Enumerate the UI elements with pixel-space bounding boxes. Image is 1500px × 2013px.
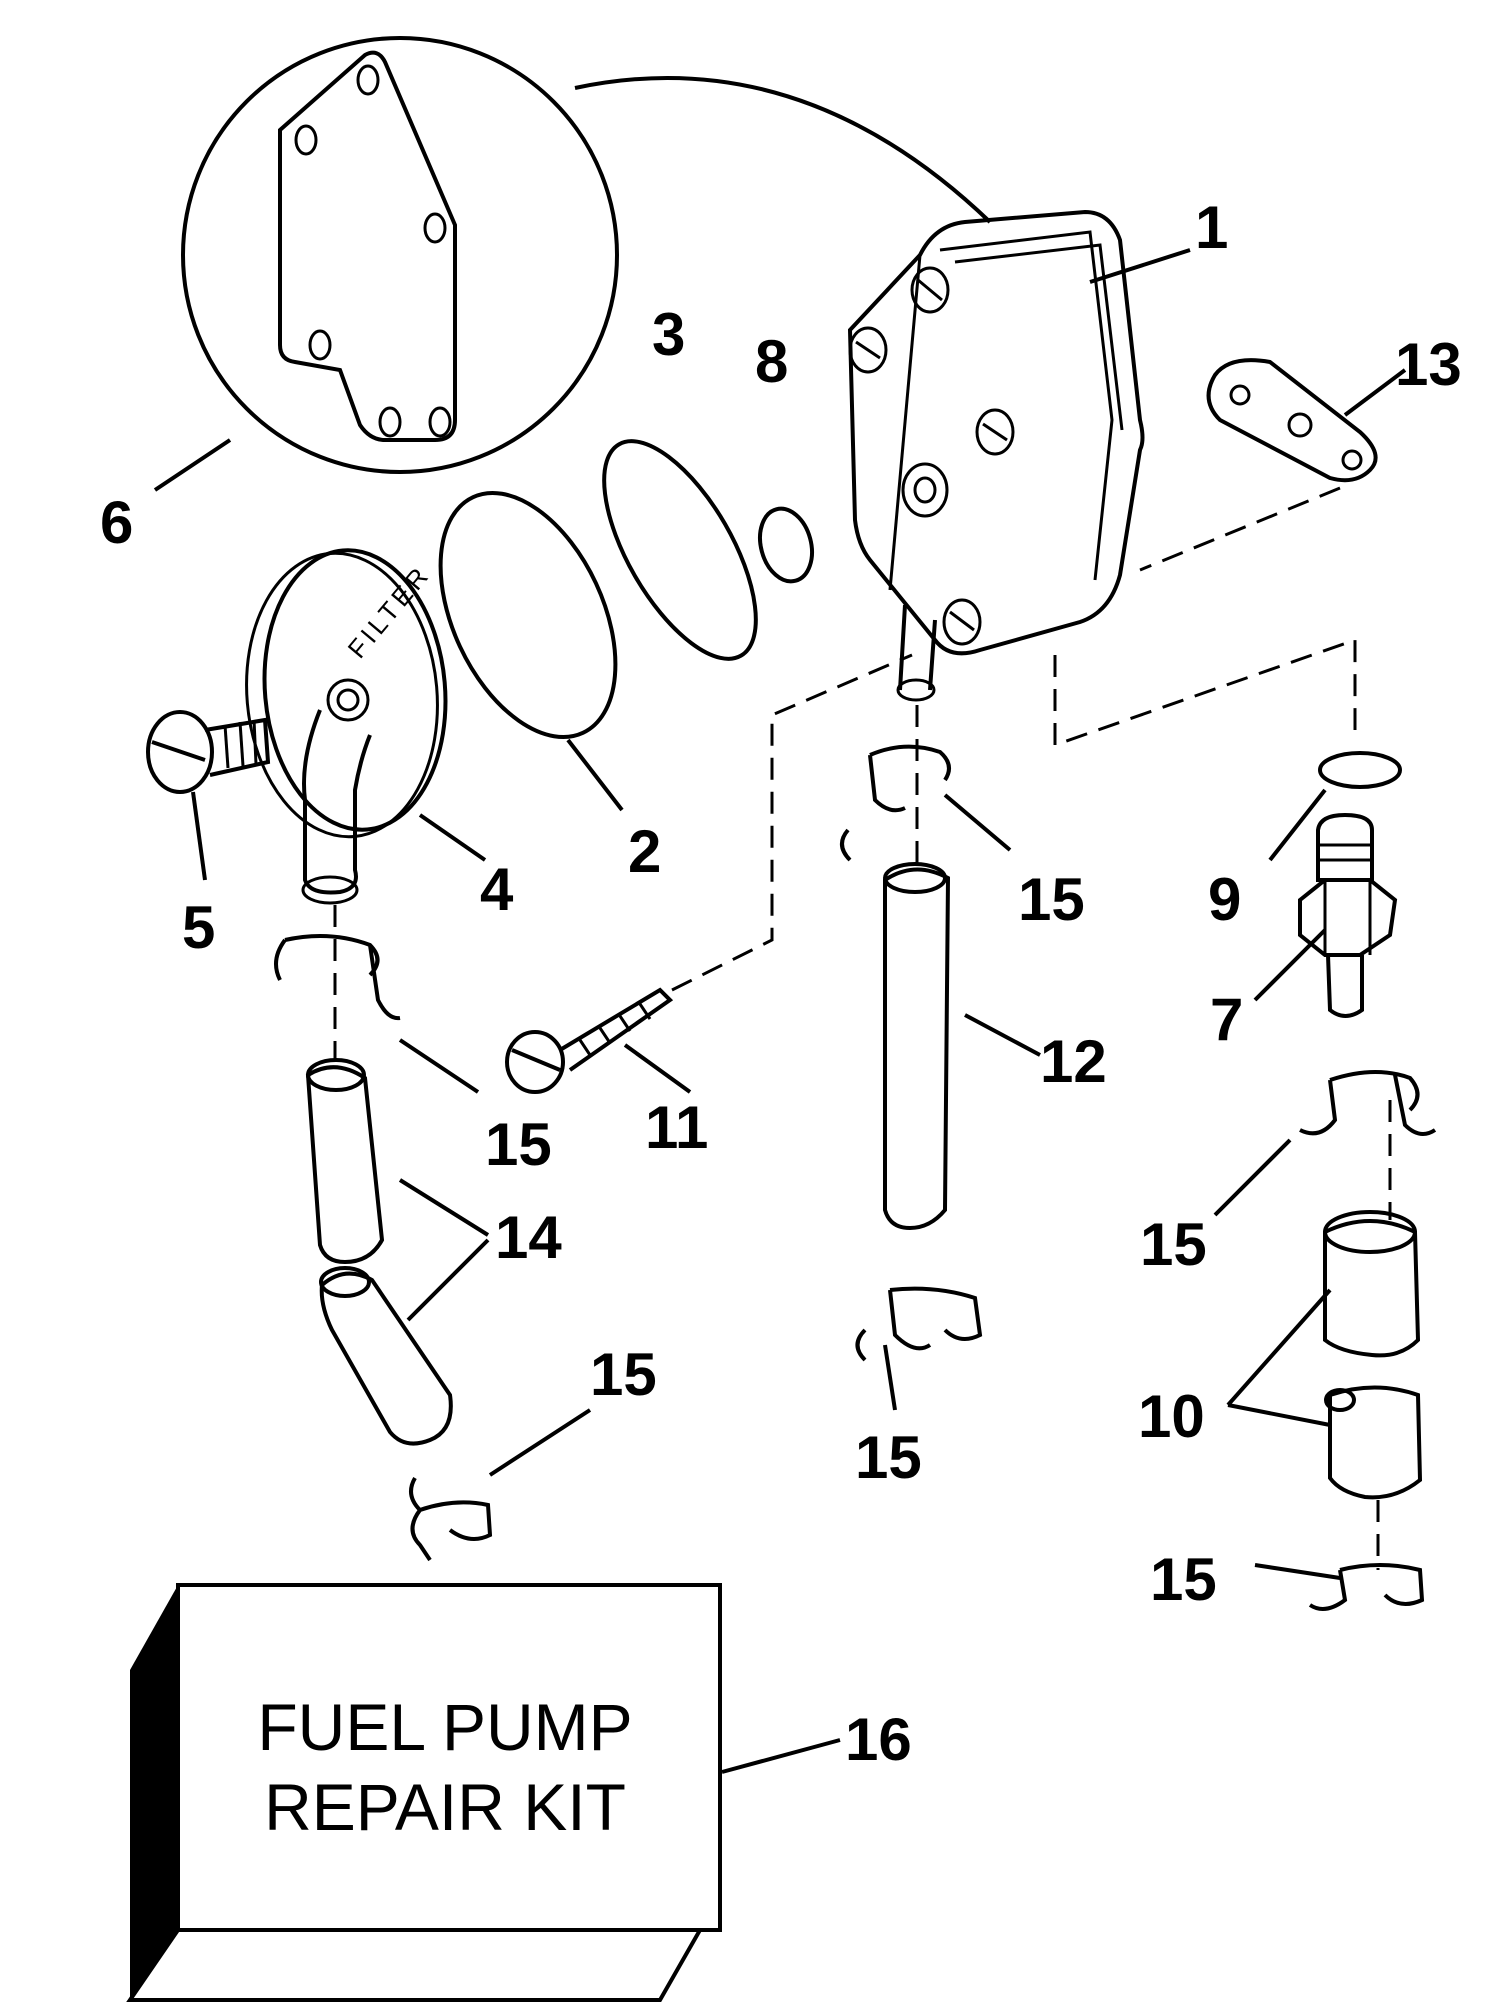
callout-leader-6 bbox=[153, 438, 232, 492]
callout-7: 7 bbox=[1210, 986, 1243, 1053]
callout-6: 6 bbox=[100, 489, 133, 556]
callout-leader-2 bbox=[566, 738, 624, 812]
filter-cover-4: FILTER bbox=[245, 548, 448, 905]
callout-leader-10b bbox=[1227, 1403, 1331, 1427]
callout-9: 9 bbox=[1208, 866, 1241, 933]
callout-2: 2 bbox=[628, 818, 661, 885]
o-ring-8 bbox=[758, 506, 814, 584]
callout-leader-7 bbox=[1253, 928, 1327, 1002]
callout-leader-15a bbox=[398, 1038, 480, 1094]
callout-12: 12 bbox=[1040, 1028, 1107, 1095]
callout-15-f: 15 bbox=[1150, 1546, 1217, 1613]
callout-leader-1 bbox=[1089, 248, 1191, 284]
callout-leader-5 bbox=[191, 791, 207, 881]
callout-leader-15b bbox=[488, 1408, 592, 1477]
callout-15-b: 15 bbox=[590, 1341, 657, 1408]
callout-leader-14a bbox=[398, 1178, 490, 1237]
detail-connector-line bbox=[574, 76, 992, 224]
o-ring-9 bbox=[1318, 751, 1402, 789]
hose-clamp-5 bbox=[1299, 1070, 1437, 1136]
callout-leader-4 bbox=[418, 813, 487, 862]
callout-leader-9 bbox=[1268, 788, 1327, 862]
filter-screen-3 bbox=[602, 439, 758, 661]
thumb-screw-5 bbox=[146, 710, 271, 794]
callout-leader-10a bbox=[1226, 1288, 1332, 1407]
fuel-pump-body bbox=[847, 209, 1145, 702]
kit-title-line-1: FUEL PUMP bbox=[257, 1690, 632, 1764]
callout-8: 8 bbox=[755, 328, 788, 395]
hose-clamp-3 bbox=[840, 744, 951, 862]
callout-leader-13 bbox=[1343, 368, 1407, 417]
assembly-line-11 bbox=[671, 653, 913, 992]
fuel-hose-14 bbox=[305, 1058, 453, 1446]
callout-leader-11 bbox=[623, 1043, 692, 1094]
callout-10: 10 bbox=[1138, 1383, 1205, 1450]
fitting-7 bbox=[1298, 812, 1398, 1018]
screw-11 bbox=[505, 987, 674, 1094]
callout-15-d: 15 bbox=[855, 1424, 922, 1491]
repair-kit-box-16: FUEL PUMP REPAIR KIT bbox=[126, 1583, 722, 2002]
callout-13: 13 bbox=[1395, 331, 1462, 398]
callout-leader-14b bbox=[406, 1238, 490, 1322]
callout-15-a: 15 bbox=[485, 1111, 552, 1178]
callout-leader-15f bbox=[1254, 1563, 1341, 1580]
gasket-13 bbox=[1206, 358, 1378, 483]
filter-cover-label: FILTER bbox=[342, 559, 437, 664]
hose-clamp-2 bbox=[409, 1476, 493, 1562]
o-ring-2 bbox=[438, 490, 618, 740]
gasket-detail-view bbox=[181, 36, 619, 474]
callout-1: 1 bbox=[1195, 194, 1228, 261]
hose-clamp-6 bbox=[1308, 1563, 1425, 1611]
assembly-line-pump-right bbox=[1053, 637, 1357, 748]
callout-14: 14 bbox=[495, 1204, 562, 1271]
fuel-hose-10 bbox=[1323, 1210, 1423, 1500]
callout-leader-12 bbox=[964, 1013, 1041, 1057]
assembly-line-13 bbox=[1139, 486, 1341, 572]
hose-clamp-4 bbox=[855, 1286, 983, 1362]
callout-leader-15d bbox=[883, 1344, 897, 1411]
callout-4: 4 bbox=[480, 856, 514, 923]
kit-title-line-2: REPAIR KIT bbox=[264, 1770, 626, 1844]
callout-15-c: 15 bbox=[1018, 866, 1085, 933]
callout-15-e: 15 bbox=[1140, 1211, 1207, 1278]
callout-leader-15e bbox=[1213, 1138, 1292, 1217]
callout-11: 11 bbox=[645, 1094, 708, 1161]
callout-3: 3 bbox=[652, 301, 685, 368]
fuel-hose-12 bbox=[883, 862, 951, 1231]
callout-leader-15c bbox=[943, 793, 1012, 852]
callout-5: 5 bbox=[182, 894, 215, 961]
hose-clamp-1 bbox=[274, 934, 401, 1021]
callout-16: 16 bbox=[845, 1706, 912, 1773]
callout-leader-16 bbox=[721, 1738, 841, 1774]
